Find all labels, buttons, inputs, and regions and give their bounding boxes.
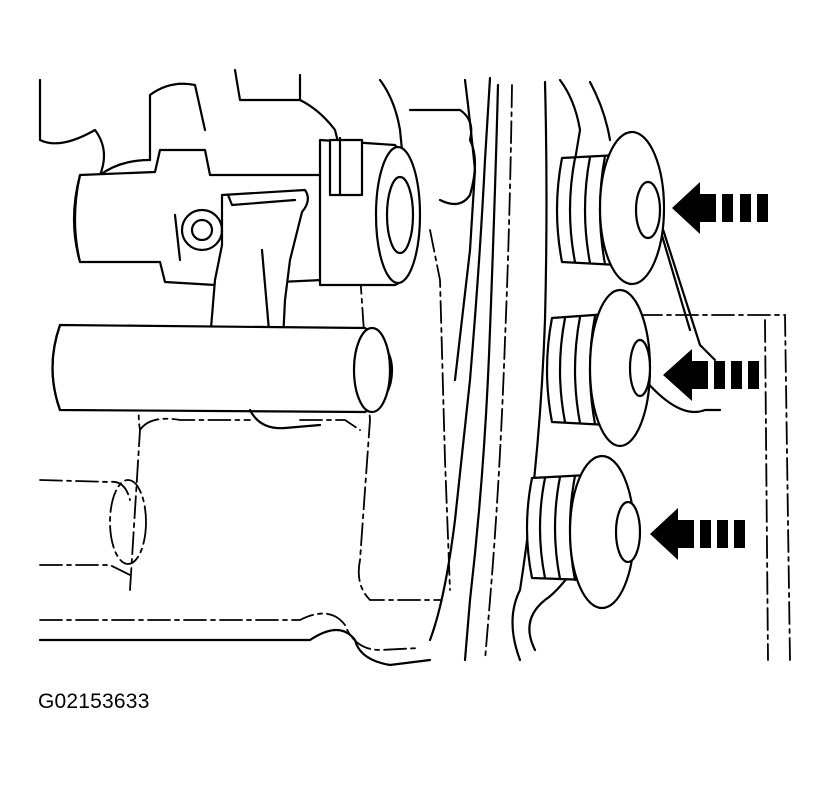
arrow-middle: [663, 349, 759, 401]
housing-casting: [38, 68, 612, 667]
lower-cylinder: [51, 323, 394, 430]
plug-top: [555, 130, 666, 286]
plug-bottom: [525, 454, 642, 610]
mount-frame: [528, 193, 791, 661]
plug-middle: [545, 288, 652, 448]
arrow-top: [672, 182, 768, 234]
arrow-bottom: [650, 508, 745, 560]
figure-id-label: G02153633: [38, 690, 150, 713]
